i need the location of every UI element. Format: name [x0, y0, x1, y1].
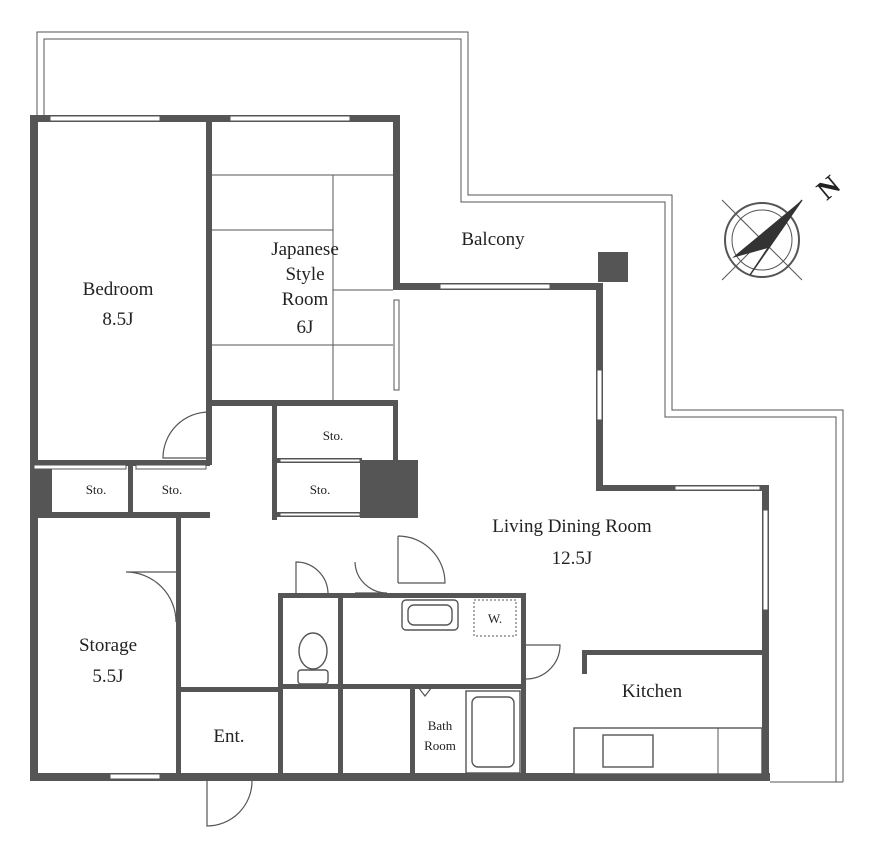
- japanese-room-line1: Japanese: [271, 239, 339, 260]
- kitchen-counter: [573, 727, 763, 775]
- balcony-label: Balcony: [461, 229, 525, 250]
- compass: N: [721, 170, 847, 281]
- toilet-tank: [297, 669, 329, 685]
- bath-room-line1: Bath: [428, 718, 453, 733]
- windows: [33, 115, 769, 780]
- bath-room-line2: Room: [424, 738, 456, 753]
- living-size: 12.5J: [552, 548, 593, 569]
- room-labels: Bedroom 8.5J Japanese Style Room 6J Balc…: [79, 229, 683, 753]
- japanese-room-line3: Room: [282, 289, 329, 310]
- compass-needle-icon: [732, 200, 802, 258]
- washer-label: W.: [488, 611, 502, 626]
- doors: [125, 411, 561, 827]
- closet-label: Sto.: [86, 482, 107, 497]
- japanese-room-line2: Style: [285, 264, 324, 285]
- storage-size: 5.5J: [92, 666, 123, 687]
- storage-name: Storage: [79, 635, 137, 656]
- living-name: Living Dining Room: [492, 516, 652, 537]
- fixtures: [297, 599, 763, 775]
- compass-north-label: N: [811, 170, 846, 207]
- closet-label: Sto.: [323, 428, 344, 443]
- entrance-label: Ent.: [213, 726, 244, 747]
- balcony-railing: [36, 31, 844, 783]
- washer-space: [473, 599, 517, 637]
- closet-label: Sto.: [310, 482, 331, 497]
- closet-label: Sto.: [162, 482, 183, 497]
- bedroom-size: 8.5J: [102, 309, 133, 330]
- tatami-lines: [212, 174, 393, 400]
- toilet-bowl: [298, 632, 328, 670]
- kitchen-label: Kitchen: [622, 681, 683, 702]
- bedroom-name: Bedroom: [83, 279, 154, 300]
- sink: [602, 734, 654, 768]
- japanese-room-size: 6J: [297, 317, 314, 338]
